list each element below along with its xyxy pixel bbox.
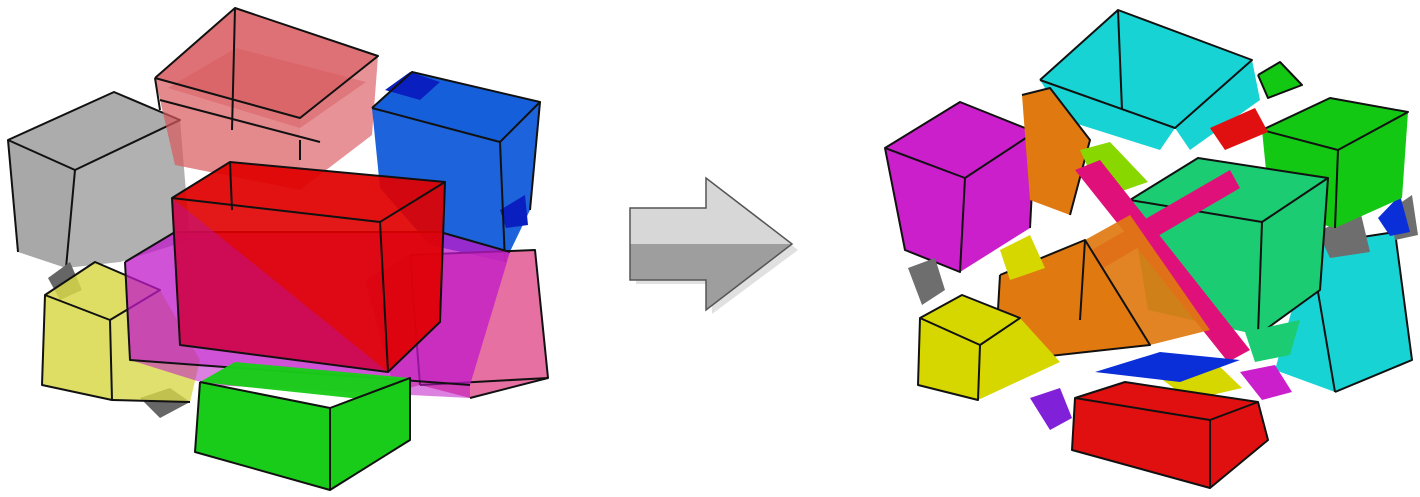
right-arrow-icon (630, 178, 798, 314)
arrow-upper-half (630, 178, 792, 244)
green-cube (195, 362, 410, 490)
purple-small-piece (1030, 388, 1072, 430)
right-decomposed-assembly (885, 10, 1418, 488)
left-cube-assembly (8, 8, 548, 490)
arrow-lower-half (630, 244, 792, 310)
red-back-cube (155, 8, 378, 190)
red-bottom-piece (1072, 382, 1268, 488)
gray-piece-left (908, 258, 945, 305)
green-cube-front (195, 382, 330, 490)
